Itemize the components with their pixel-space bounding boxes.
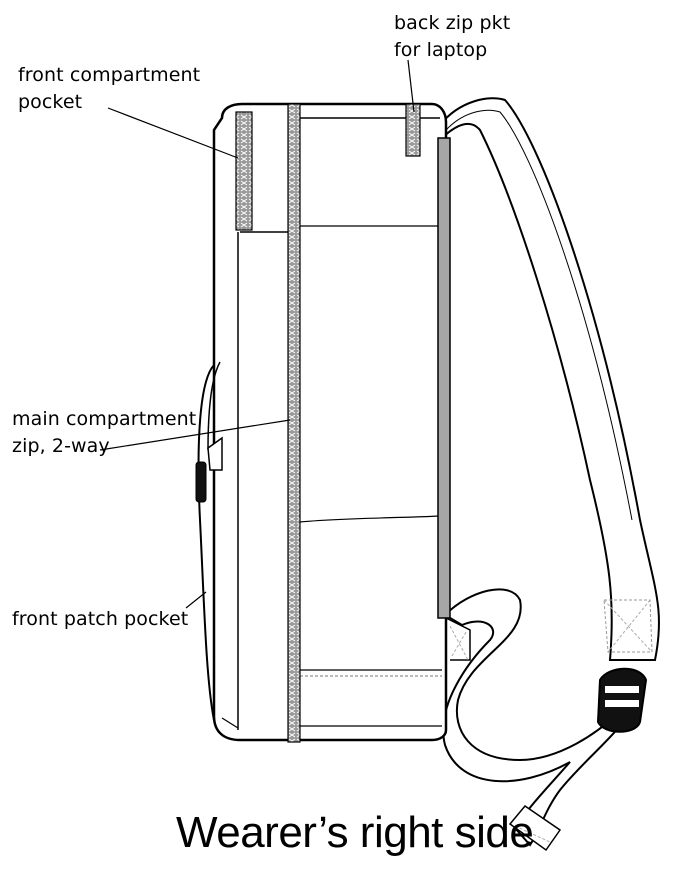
back-zip-label-line2: for laptop (394, 39, 488, 61)
main-compartment-label-line1: main compartment (12, 408, 197, 430)
back-zip-label: back zip pkt for laptop (394, 10, 510, 64)
front-patch-label: front patch pocket (12, 606, 188, 633)
front-compartment-label-line1: front compartment (18, 64, 201, 86)
backpack-body (212, 102, 448, 742)
main-compartment-label-line2: zip, 2-way (12, 435, 110, 457)
shoulder-strap (439, 97, 660, 661)
leader-lines (99, 59, 415, 609)
strap-buckle (596, 667, 648, 733)
front-patch-pocket-shape (195, 361, 223, 721)
diagram-title: Wearer’s right side (176, 808, 534, 857)
front-compartment-label-line2: pocket (18, 91, 83, 113)
front-compartment-zip-shape (235, 111, 253, 231)
front-compartment-label: front compartment pocket (18, 62, 200, 116)
main-compartment-label: main compartment zip, 2-way (12, 406, 196, 460)
main-compartment-zip-shape (287, 103, 301, 743)
front-patch-label-line1: front patch pocket (12, 608, 189, 630)
back-zip-label-line1: back zip pkt (394, 12, 511, 34)
laptop-zip-shape (405, 103, 471, 661)
